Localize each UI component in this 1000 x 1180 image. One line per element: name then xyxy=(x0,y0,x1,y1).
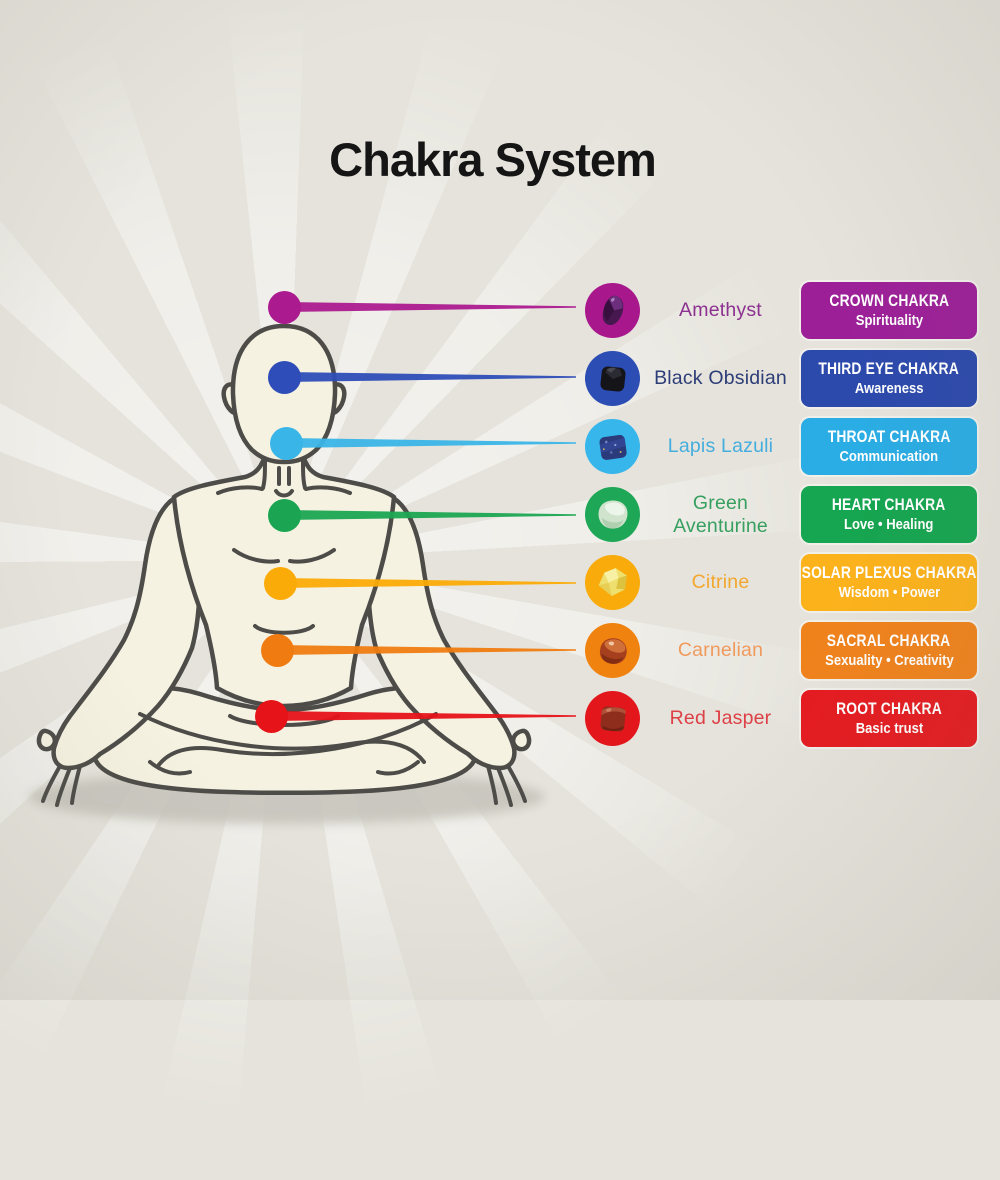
chakra-trait: Basic trust xyxy=(855,720,923,737)
chakra-label-box: ROOT CHAKRA Basic trust xyxy=(801,690,977,747)
green-aventurine-stone-icon xyxy=(590,492,636,538)
stone-name: Green Aventurine xyxy=(673,491,768,537)
stone-circle xyxy=(585,555,640,610)
stone-name: Black Obsidian xyxy=(654,367,787,389)
chakra-name: THROAT CHAKRA xyxy=(827,428,951,447)
chakra-label-box: HEART CHAKRA Love • Healing xyxy=(801,486,977,543)
stone-name: Red Jasper xyxy=(669,707,772,729)
amethyst-chakra-dot xyxy=(268,291,301,324)
chakra-name: ROOT CHAKRA xyxy=(836,700,942,719)
left-mudra-ring xyxy=(36,728,58,752)
amethyst-stone-icon xyxy=(590,288,636,334)
chakra-row: Amethyst CROWN CHAKRA Spirituality xyxy=(585,282,977,339)
chakra-row: Lapis Lazuli THROAT CHAKRA Communication xyxy=(585,418,977,475)
black-obsidian-stone-icon xyxy=(590,356,636,402)
chakra-trait: Wisdom • Power xyxy=(838,584,940,601)
citrine-chakra-dot xyxy=(264,567,297,600)
chakra-row: Green Aventurine HEART CHAKRA Love • Hea… xyxy=(585,486,977,543)
chakra-row: Citrine SOLAR PLEXUS CHAKRA Wisdom • Pow… xyxy=(585,554,977,611)
green-aventurine-chakra-dot xyxy=(268,499,301,532)
lapis-lazuli-chakra-line xyxy=(286,438,576,448)
chakra-label-box: CROWN CHAKRA Spirituality xyxy=(801,282,977,339)
red-jasper-chakra-dot xyxy=(255,700,288,733)
stone-name: Lapis Lazuli xyxy=(667,435,774,457)
chakra-name: SACRAL CHAKRA xyxy=(827,632,951,651)
black-obsidian-chakra-dot xyxy=(268,361,301,394)
stone-circle xyxy=(585,351,640,406)
chakra-row: Carnelian SACRAL CHAKRA Sexuality • Crea… xyxy=(585,622,977,679)
stone-circle xyxy=(585,691,640,746)
chakra-label-box: THIRD EYE CHAKRA Awareness xyxy=(801,350,977,407)
lapis-lazuli-chakra-dot xyxy=(270,427,303,460)
carnelian-chakra-line xyxy=(277,645,576,655)
green-aventurine-chakra-line xyxy=(284,510,576,520)
stone-circle xyxy=(585,419,640,474)
carnelian-chakra-dot xyxy=(261,634,294,667)
chakra-name: HEART CHAKRA xyxy=(832,496,946,515)
chakra-trait: Sexuality • Creativity xyxy=(824,652,954,669)
chakra-name: THIRD EYE CHAKRA xyxy=(818,360,960,379)
citrine-chakra-line xyxy=(280,578,576,588)
chakra-label-box: SOLAR PLEXUS CHAKRA Wisdom • Power xyxy=(801,554,977,611)
black-obsidian-chakra-line xyxy=(284,372,576,382)
stone-circle xyxy=(585,623,640,678)
chakra-name: SOLAR PLEXUS CHAKRA xyxy=(801,564,977,583)
red-jasper-stone-icon xyxy=(590,696,636,742)
stone-name: Citrine xyxy=(691,571,750,593)
lapis-lazuli-stone-icon xyxy=(590,424,636,470)
chakra-label-box: THROAT CHAKRA Communication xyxy=(801,418,977,475)
chakra-trait: Spirituality xyxy=(855,312,923,329)
right-mudra-ring xyxy=(510,728,532,752)
chakra-trait: Awareness xyxy=(854,380,924,397)
stone-name: Carnelian xyxy=(677,639,764,661)
chakra-row: Black Obsidian THIRD EYE CHAKRA Awarenes… xyxy=(585,350,977,407)
head xyxy=(230,323,338,465)
red-jasper-chakra-line xyxy=(271,711,576,721)
stone-name: Amethyst xyxy=(679,299,762,321)
stone-circle xyxy=(585,283,640,338)
chakra-trait: Love • Healing xyxy=(844,516,934,533)
page-title: Chakra System xyxy=(329,133,657,186)
carnelian-stone-icon xyxy=(590,628,636,674)
amethyst-chakra-line xyxy=(284,302,576,312)
chakra-label-box: SACRAL CHAKRA Sexuality • Creativity xyxy=(801,622,977,679)
stone-circle xyxy=(585,487,640,542)
chakra-row: Red Jasper ROOT CHAKRA Basic trust xyxy=(585,690,977,747)
chakra-name: CROWN CHAKRA xyxy=(829,292,949,311)
citrine-stone-icon xyxy=(590,560,636,606)
chakra-trait: Communication xyxy=(839,448,939,465)
